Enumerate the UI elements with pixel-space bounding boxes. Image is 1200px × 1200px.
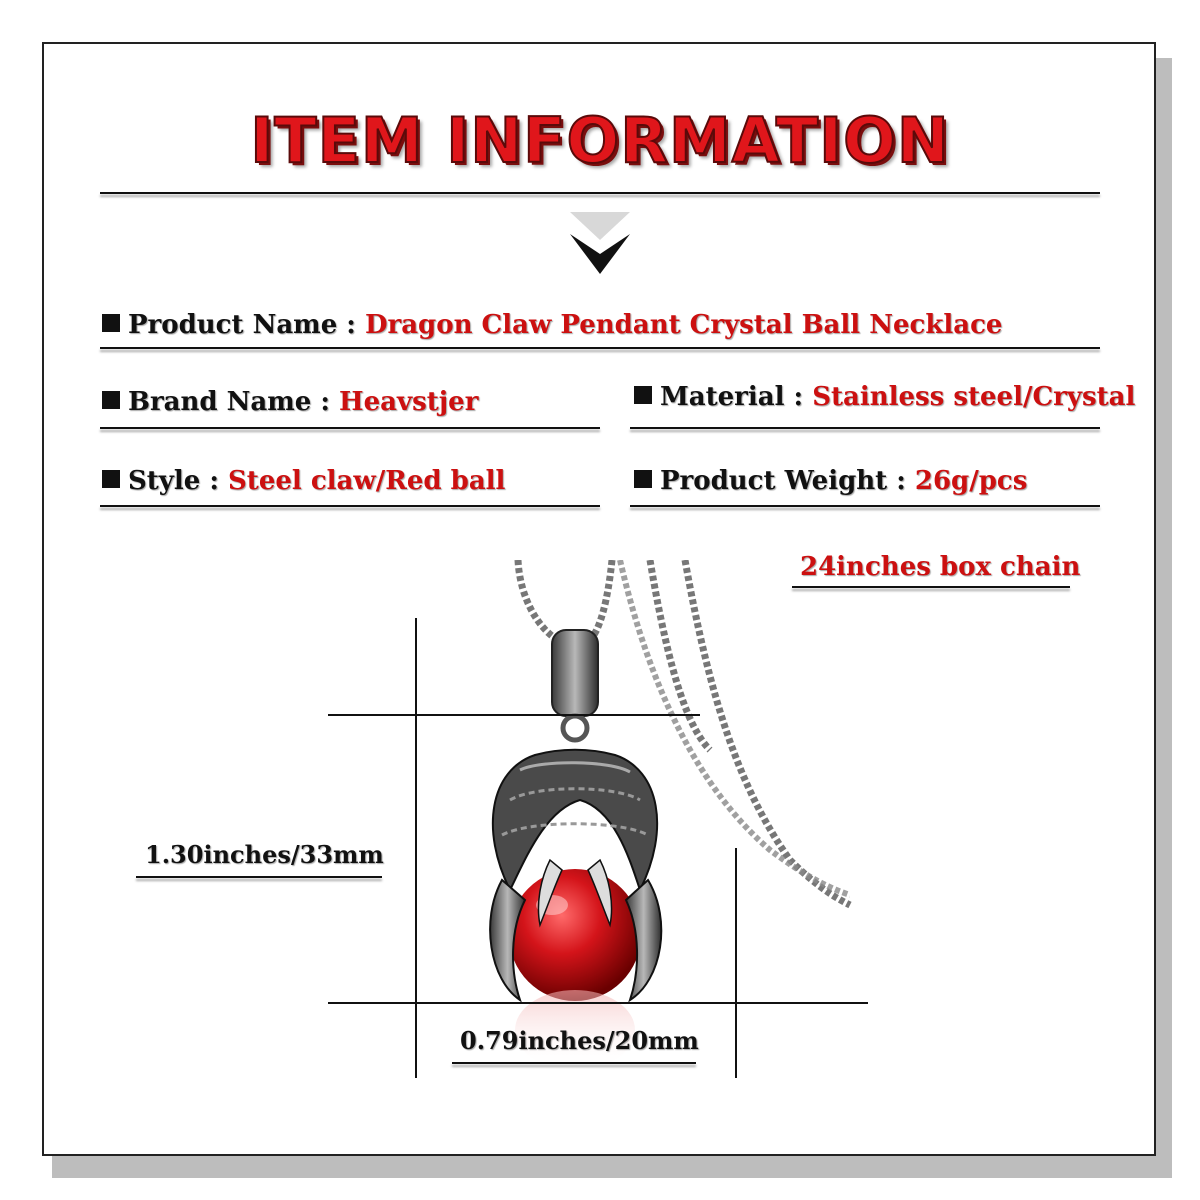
chevron-down-icon (570, 212, 630, 274)
page-title: ITEM INFORMATION (249, 104, 950, 177)
title-divider (100, 192, 1100, 194)
dimension-line-right (735, 848, 737, 1078)
brand-name-field: Brand Name : Heavstjer (102, 385, 478, 419)
dimension-line-left (415, 618, 417, 1078)
square-bullet-icon (634, 470, 652, 488)
dimension-line-top (328, 714, 700, 716)
dragon-claw-necklace-image (489, 560, 852, 1070)
product-name-underline (100, 347, 1100, 349)
dimension-line-bottom (328, 1002, 868, 1004)
material-value: Stainless steel/Crystal (812, 382, 1136, 412)
brand-name-label: Brand Name : (128, 387, 330, 417)
height-dimension-label: 1.30inches/33mm (145, 840, 384, 869)
square-bullet-icon (634, 386, 652, 404)
product-name-field: Product Name : Dragon Claw Pendant Cryst… (102, 308, 1002, 342)
square-bullet-icon (102, 470, 120, 488)
product-name-value: Dragon Claw Pendant Crystal Ball Necklac… (364, 310, 1003, 340)
brand-name-underline (100, 427, 600, 429)
style-underline (100, 505, 600, 507)
product-weight-value: 26g/pcs (914, 466, 1028, 496)
product-weight-label: Product Weight : (660, 466, 906, 496)
style-field: Style : Steel claw/Red ball (102, 464, 505, 498)
style-value: Steel claw/Red ball (228, 466, 506, 496)
material-field: Material : Stainless steel/Crystal (634, 380, 1135, 414)
brand-name-value: Heavstjer (339, 387, 479, 417)
material-underline (630, 427, 1100, 429)
chain-length-underline (792, 586, 1070, 588)
square-bullet-icon (102, 314, 120, 332)
style-label: Style : (128, 466, 219, 496)
width-dimension-label: 0.79inches/20mm (460, 1026, 699, 1055)
width-dimension-underline (452, 1062, 696, 1064)
chain-length-label: 24inches box chain (800, 552, 1081, 582)
square-bullet-icon (102, 391, 120, 409)
product-name-label: Product Name : (128, 310, 356, 340)
height-dimension-underline (136, 876, 382, 878)
product-weight-underline (630, 505, 1100, 507)
product-weight-field: Product Weight : 26g/pcs (634, 464, 1027, 498)
material-label: Material : (660, 382, 804, 412)
